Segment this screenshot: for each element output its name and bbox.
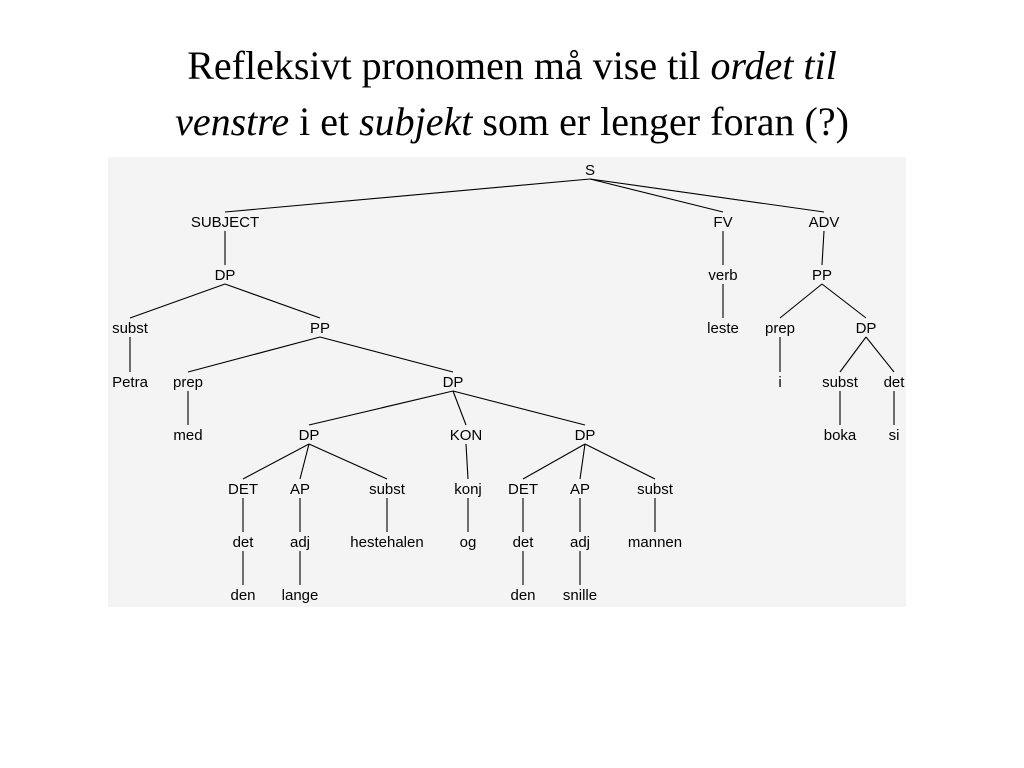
- tree-node-pp1: PP: [310, 320, 330, 337]
- tree-node-det4: det: [884, 374, 906, 391]
- tree-edge-dp1-pp1: [224, 283, 321, 319]
- tree-node-dp3: DP: [299, 427, 320, 444]
- title-part-2: i et: [289, 99, 360, 144]
- title-ordet-til: ordet til: [710, 43, 837, 88]
- tree-node-med: med: [173, 427, 202, 444]
- tree-node-prep1: prep: [173, 374, 203, 391]
- tree-node-subst2: subst: [369, 481, 406, 498]
- tree-edge-s-adv: [589, 178, 825, 213]
- tree-edge-dp1-subst1: [129, 283, 226, 319]
- tree-node-hestehalen: hestehalen: [350, 534, 423, 551]
- tree-node-adv: ADV: [809, 214, 840, 231]
- tree-node-dp4: DP: [575, 427, 596, 444]
- tree-edge-dp5-subst4: [839, 336, 867, 373]
- tree-node-subj: SUBJECT: [191, 214, 259, 231]
- tree-edge-pp2-dp5: [821, 283, 867, 319]
- tree-edge-dp4-det2: [522, 443, 586, 480]
- tree-node-dp2: DP: [443, 374, 464, 391]
- tree-edge-dp3-ap1: [299, 443, 310, 480]
- tree-edge-dp4-subst3: [584, 443, 656, 480]
- tree-edge-dp3-subst2: [308, 443, 388, 480]
- tree-node-mannen: mannen: [628, 534, 682, 551]
- tree-node-snille: snille: [563, 587, 597, 604]
- tree-node-konj: konj: [454, 481, 482, 498]
- tree-node-pp2: PP: [812, 267, 832, 284]
- slide-title: Refleksivt pronomen må vise til ordet ti…: [60, 38, 964, 150]
- tree-node-lange: lange: [282, 587, 319, 604]
- tree-edge-s-subj: [224, 178, 591, 213]
- tree-node-det2: det: [513, 534, 535, 551]
- tree-edge-dp2-dp3: [308, 390, 454, 426]
- tree-node-dp1: DP: [215, 267, 236, 284]
- tree-node-ap2: AP: [570, 481, 590, 498]
- tree-node-adj1: adj: [290, 534, 310, 551]
- tree-edge-dp2-kon: [452, 390, 467, 426]
- tree-node-dp5: DP: [856, 320, 877, 337]
- tree-edge-dp4-ap2: [579, 443, 586, 480]
- tree-edge-kon-konj: [465, 443, 469, 480]
- tree-edge-pp1-dp2: [319, 336, 454, 373]
- tree-node-subst1: subst: [112, 320, 149, 337]
- tree-node-subst4: subst: [822, 374, 859, 391]
- tree-node-fv: FV: [713, 214, 732, 231]
- tree-edge-pp2-prep2: [779, 283, 823, 319]
- tree-node-prep2: prep: [765, 320, 795, 337]
- tree-edges: [129, 178, 895, 585]
- tree-node-den1: den: [230, 587, 255, 604]
- tree-node-boka: boka: [824, 427, 857, 444]
- tree-node-verb: verb: [708, 267, 737, 284]
- tree-node-subst3: subst: [637, 481, 674, 498]
- tree-node-petra: Petra: [112, 374, 149, 391]
- tree-node-s: S: [585, 162, 595, 179]
- tree-edge-s-fv: [589, 178, 724, 213]
- tree-node-og: og: [460, 534, 477, 551]
- tree-node-ap1: AP: [290, 481, 310, 498]
- tree-edge-dp5-det4: [865, 336, 895, 373]
- tree-edge-dp2-dp4: [452, 390, 586, 426]
- tree-node-det1: det: [233, 534, 255, 551]
- tree-node-den2: den: [510, 587, 535, 604]
- tree-edge-dp3-det1: [242, 443, 310, 480]
- tree-node-adj2: adj: [570, 534, 590, 551]
- tree-node-leste: leste: [707, 320, 739, 337]
- title-part-1: Refleksivt pronomen må vise til: [187, 43, 711, 88]
- tree-node-kon: KON: [450, 427, 483, 444]
- title-venstre: venstre: [175, 99, 290, 144]
- title-part-3: som er lenger foran (?): [472, 99, 849, 144]
- tree-edge-pp1-prep1: [187, 336, 321, 373]
- tree-edge-adv-pp2: [821, 230, 825, 266]
- tree-node-det1: DET: [228, 481, 258, 498]
- tree-node-i: i: [778, 374, 781, 391]
- tree-node-det2: DET: [508, 481, 538, 498]
- title-subjekt: subjekt: [359, 99, 473, 144]
- tree-node-si: si: [889, 427, 900, 444]
